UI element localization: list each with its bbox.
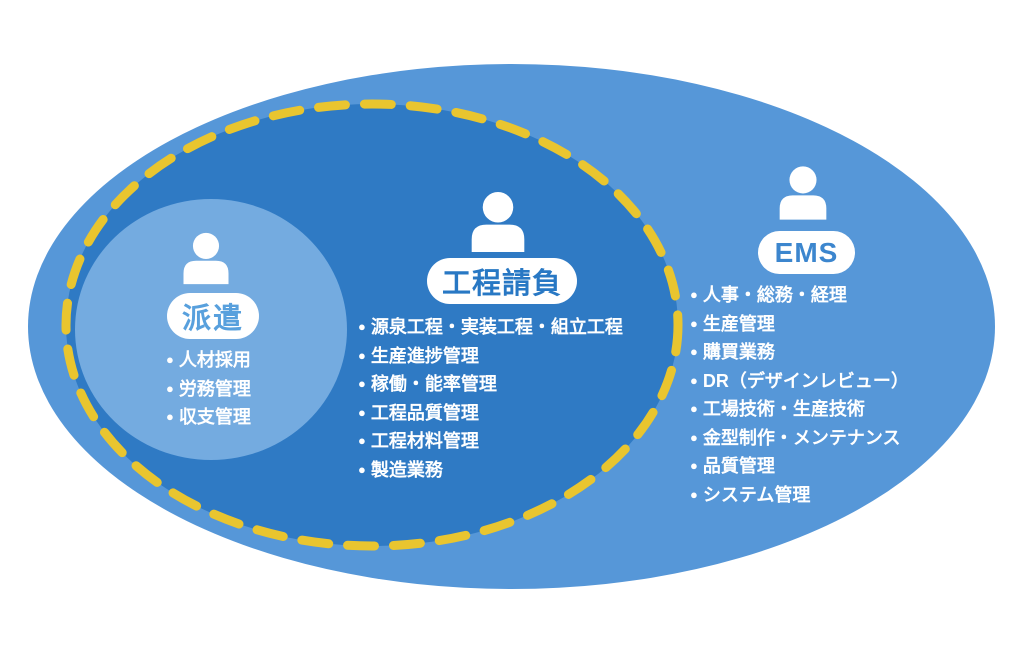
bullet-icon: ● <box>166 352 174 367</box>
ukeoi-label-pill: 工程請負 <box>427 258 577 304</box>
service-item: ●DR（デザインレビュー） <box>690 368 909 397</box>
haken-service-list: ●人材採用 ●労務管理 ●収支管理 <box>166 347 251 433</box>
ems-label-pill: EMS <box>758 231 855 274</box>
bullet-icon: ● <box>166 380 174 396</box>
service-item: ●工程品質管理 <box>358 400 623 429</box>
bullet-icon: ● <box>358 319 366 334</box>
service-item: ●源泉工程・実装工程・組立工程 <box>358 314 623 343</box>
haken-label: 派遣 <box>181 303 244 335</box>
service-item: ●金型制作・メンテナンス <box>690 425 909 454</box>
bullet-icon: ● <box>358 433 366 448</box>
bullet-icon: ● <box>166 409 174 424</box>
service-item: ●システム管理 <box>690 482 909 511</box>
service-item: ●工程材料管理 <box>358 428 623 457</box>
person-icon-ems <box>779 166 827 220</box>
person-icon-ukeoi <box>471 192 525 252</box>
bullet-icon: ● <box>690 372 698 388</box>
service-item: ●人事・総務・経理 <box>690 282 909 311</box>
bullet-icon: ● <box>358 347 366 363</box>
service-item: ●購買業務 <box>690 339 909 368</box>
bullet-icon: ● <box>690 429 698 445</box>
service-item: ●労務管理 <box>166 376 251 405</box>
service-item: ●生産進捗管理 <box>358 343 623 372</box>
ems-label: EMS <box>774 236 839 268</box>
service-item: ●製造業務 <box>358 457 623 486</box>
bullet-icon: ● <box>358 461 366 477</box>
ukeoi-service-list: ●源泉工程・実装工程・組立工程 ●生産進捗管理 ●稼働・能率管理 ●工程品質管理… <box>358 314 623 485</box>
ems-service-list: ●人事・総務・経理 ●生産管理 ●購買業務 ●DR（デザインレビュー） ●工場技… <box>690 282 909 510</box>
bullet-icon: ● <box>690 287 698 302</box>
service-item: ●生産管理 <box>690 311 909 340</box>
service-item: ●品質管理 <box>690 453 909 482</box>
person-icon-haken <box>183 232 229 285</box>
service-item: ●収支管理 <box>166 404 251 433</box>
service-item: ●稼働・能率管理 <box>358 371 623 400</box>
bullet-icon: ● <box>690 486 698 502</box>
service-item: ●人材採用 <box>166 347 251 376</box>
ukeoi-label: 工程請負 <box>441 268 562 300</box>
bullet-icon: ● <box>690 458 698 473</box>
service-item: ●工場技術・生産技術 <box>690 396 909 425</box>
bullet-icon: ● <box>690 401 698 416</box>
bullet-icon: ● <box>358 404 366 420</box>
bullet-icon: ● <box>690 344 698 359</box>
haken-label-pill: 派遣 <box>167 293 259 339</box>
bullet-icon: ● <box>690 315 698 331</box>
bullet-icon: ● <box>358 376 366 391</box>
